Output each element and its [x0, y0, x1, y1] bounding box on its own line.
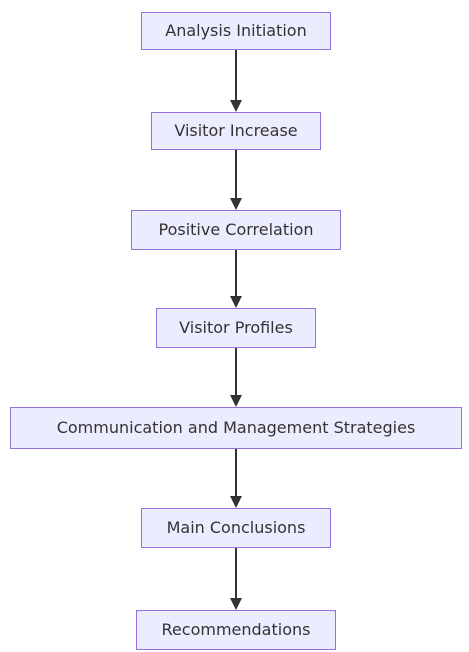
edge-communication-and-management-strategies-to-main-conclusions — [230, 449, 242, 508]
node-visitor-profiles: Visitor Profiles — [156, 308, 316, 348]
edge-main-conclusions-to-recommendations — [230, 548, 242, 610]
edge-positive-correlation-to-visitor-profiles — [230, 250, 242, 308]
arrowhead-icon — [230, 395, 242, 407]
node-main-conclusions: Main Conclusions — [141, 508, 331, 548]
node-communication-and-management-strategies: Communication and Management Strategies — [10, 407, 462, 449]
arrowhead-icon — [230, 198, 242, 210]
node-recommendations: Recommendations — [136, 610, 336, 650]
node-visitor-increase: Visitor Increase — [151, 112, 321, 150]
edge-visitor-increase-to-positive-correlation — [230, 150, 242, 210]
arrowhead-icon — [230, 100, 242, 112]
node-analysis-initiation: Analysis Initiation — [141, 12, 331, 50]
edge-visitor-profiles-to-communication-and-management-strategies — [230, 348, 242, 407]
arrowhead-icon — [230, 296, 242, 308]
edge-analysis-initiation-to-visitor-increase — [230, 50, 242, 112]
arrowhead-icon — [230, 598, 242, 610]
arrowhead-icon — [230, 496, 242, 508]
node-positive-correlation: Positive Correlation — [131, 210, 341, 250]
